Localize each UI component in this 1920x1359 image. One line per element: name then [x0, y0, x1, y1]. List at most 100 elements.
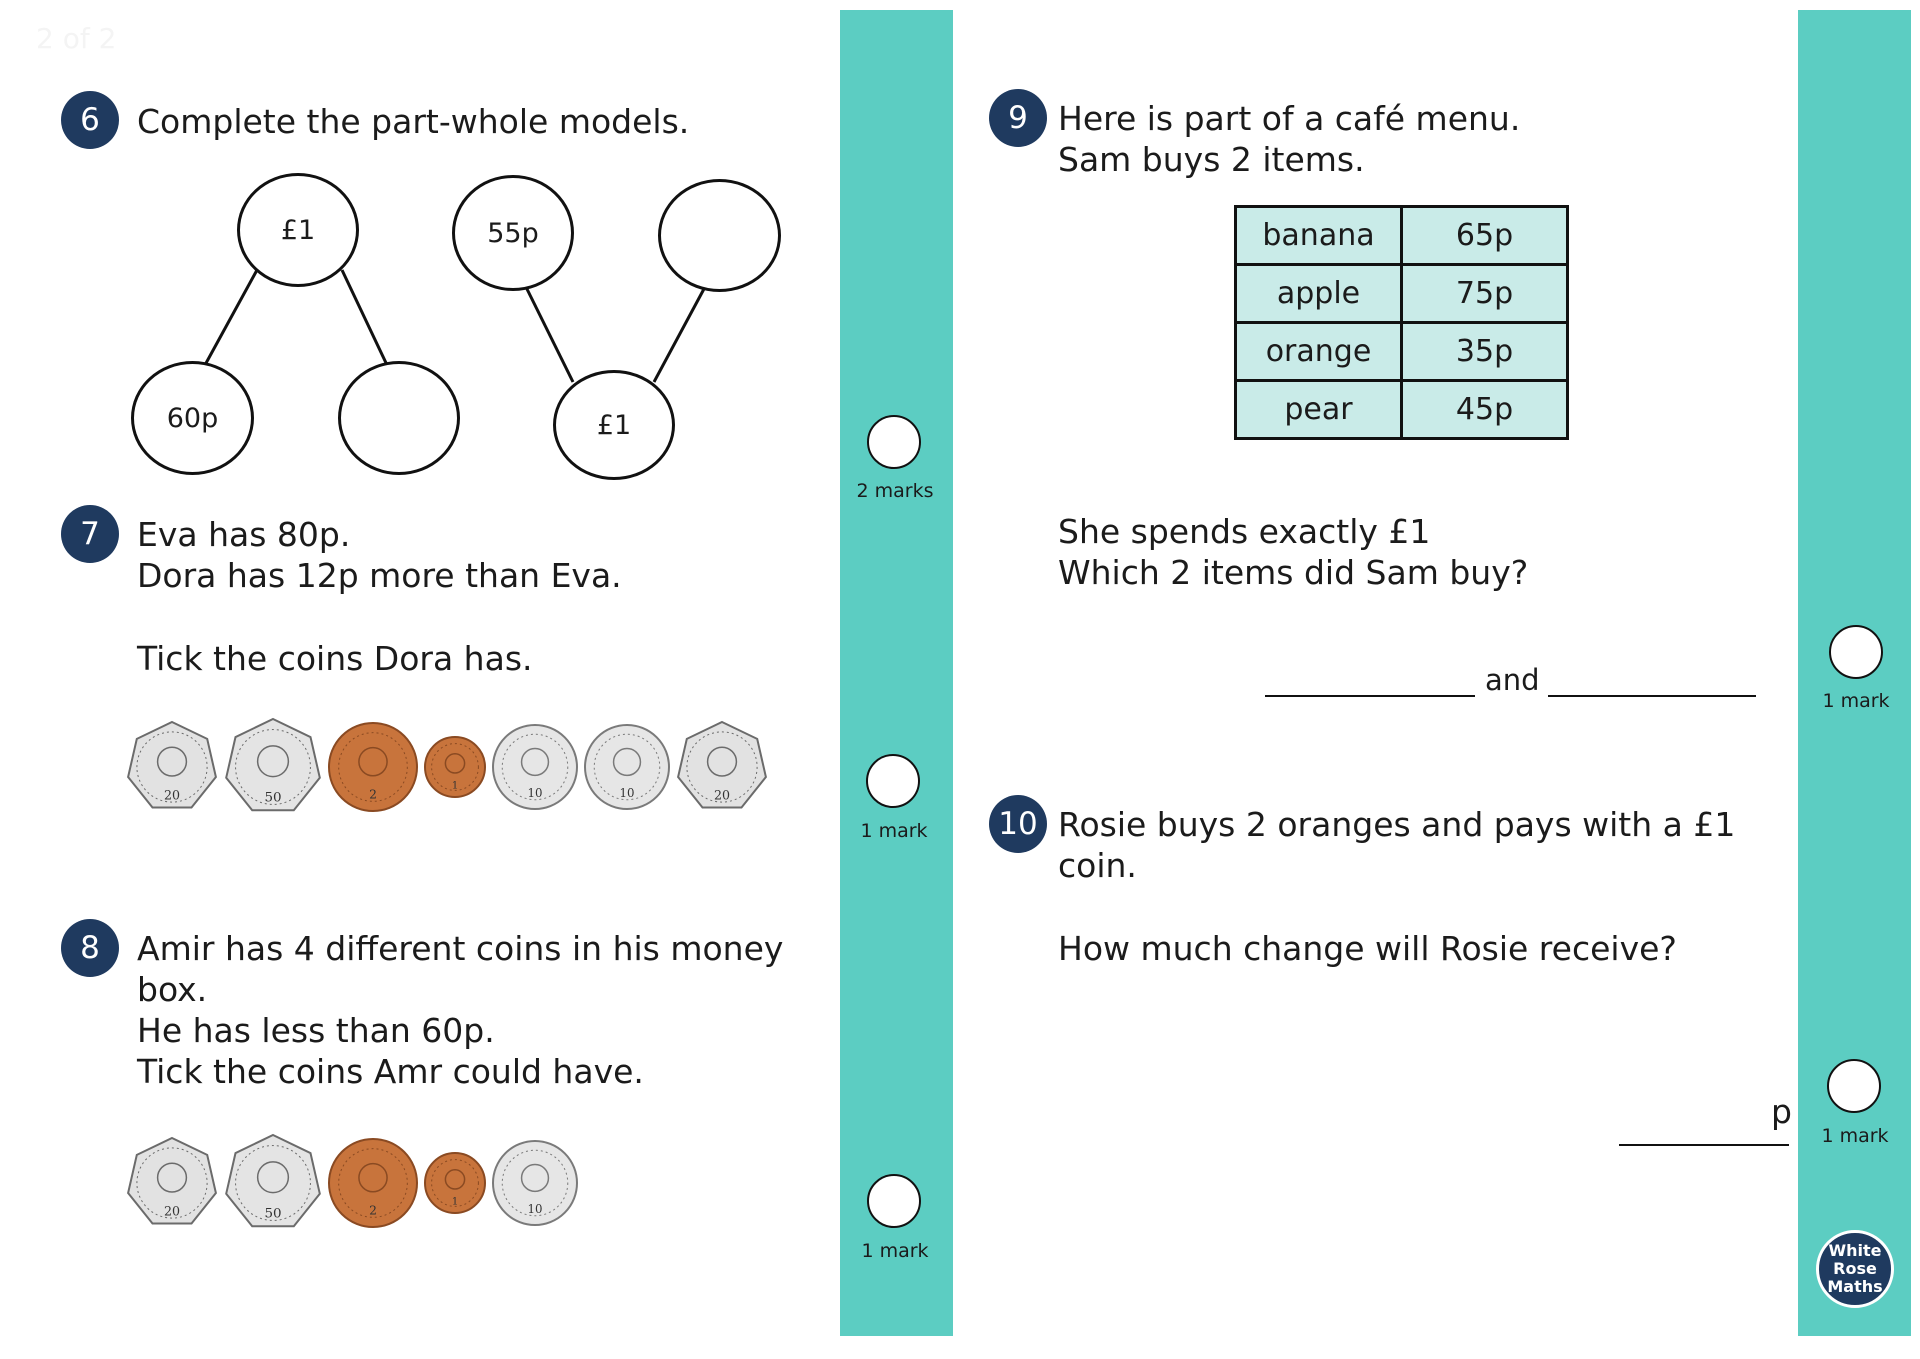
- menu-item-name: apple: [1234, 263, 1403, 324]
- page-indicator: 2 of 2: [36, 22, 117, 55]
- coin-10p[interactable]: 10: [491, 723, 579, 811]
- coin-20p[interactable]: 20: [675, 720, 769, 814]
- coin-body: [492, 724, 578, 810]
- q8-line-2: box.: [137, 970, 208, 1009]
- coin-emblem: [156, 1162, 188, 1193]
- coin-body: [328, 1138, 418, 1228]
- coin-rim: [136, 1147, 208, 1219]
- menu-item-name: banana: [1234, 205, 1403, 266]
- coin-rim: [431, 743, 479, 791]
- q7-marks-label: 1 mark: [860, 820, 928, 842]
- coin-value-label: 10: [620, 786, 635, 800]
- coin-1p[interactable]: 1: [423, 1151, 487, 1215]
- q7-line-3: Tick the coins Dora has.: [137, 639, 533, 678]
- coin-10p[interactable]: 10: [491, 1139, 579, 1227]
- coin-2p[interactable]: 2: [327, 721, 419, 813]
- q9-number-badge: 9: [989, 89, 1047, 147]
- left-marks-strip: [840, 10, 953, 1336]
- coin-value-label: 10: [528, 1202, 543, 1216]
- coin-20p[interactable]: 20: [125, 1136, 219, 1230]
- white-rose-maths-logo: White Rose Maths: [1816, 1230, 1894, 1308]
- coin-emblem: [520, 747, 550, 777]
- coin-50p[interactable]: 50: [223, 717, 323, 817]
- coin-value-label: 20: [164, 1203, 180, 1218]
- menu-item-price: 75p: [1400, 263, 1569, 324]
- coin-body: [677, 720, 767, 809]
- q6-mark-circle[interactable]: [867, 415, 921, 469]
- coin-value-label: 50: [264, 1207, 281, 1222]
- coin-emblem: [358, 746, 388, 777]
- q9-mark-circle[interactable]: [1829, 625, 1883, 679]
- menu-item-name: orange: [1234, 321, 1403, 382]
- model1-part-b-blank[interactable]: [338, 361, 460, 475]
- coin-value-label: 20: [714, 787, 730, 802]
- coin-rim: [431, 1159, 479, 1207]
- q6-prompt: Complete the part-whole models.: [137, 102, 690, 141]
- coin-emblem: [156, 746, 188, 777]
- coin-emblem: [256, 1161, 290, 1194]
- coin-50p[interactable]: 50: [223, 1133, 323, 1233]
- part-whole-connectors: [203, 269, 707, 383]
- coin-value-label: 1: [452, 1197, 458, 1208]
- coin-rim: [593, 733, 661, 801]
- coin-value-label: 10: [528, 786, 543, 800]
- q10-number-badge: 10: [989, 795, 1047, 853]
- coin-1p[interactable]: 1: [423, 735, 487, 799]
- coin-value-label: 2: [369, 1204, 377, 1218]
- coin-body: [127, 720, 217, 809]
- q8-mark-circle[interactable]: [867, 1174, 921, 1228]
- q7-mark-circle[interactable]: [866, 754, 920, 808]
- coin-value-label: 50: [264, 791, 281, 806]
- coin-2p[interactable]: 2: [327, 1137, 419, 1229]
- q8-line-1: Amir has 4 different coins in his money: [137, 929, 784, 968]
- q10-line-3: How much change will Rosie receive?: [1058, 929, 1677, 968]
- q10-mark-circle[interactable]: [1827, 1059, 1881, 1113]
- q7-coin-row: 20 50 2 1 10 10 20: [125, 717, 815, 817]
- coin-10p[interactable]: 10: [583, 723, 671, 811]
- coin-body: [127, 1136, 217, 1225]
- coin-body: [424, 1152, 486, 1214]
- q7-line-2: Dora has 12p more than Eva.: [137, 556, 622, 595]
- q10-answer-line[interactable]: [1619, 1144, 1789, 1146]
- coin-emblem: [256, 745, 290, 778]
- coin-rim: [338, 732, 408, 802]
- q9-line-2: Sam buys 2 items.: [1058, 140, 1365, 179]
- model2-whole: £1: [553, 370, 675, 480]
- coin-body: [584, 724, 670, 810]
- coin-rim: [136, 731, 208, 803]
- model2-part-b-blank[interactable]: [658, 179, 781, 292]
- q6-marks-label: 2 marks: [856, 480, 934, 502]
- q10-marks-label: 1 mark: [1821, 1125, 1889, 1147]
- q9-answer-line-1[interactable]: [1265, 695, 1475, 697]
- coin-value-label: 1: [452, 781, 458, 792]
- logo-line-rose: Rose: [1833, 1259, 1877, 1278]
- q8-number-badge: 8: [61, 919, 119, 977]
- coin-rim: [686, 731, 758, 803]
- q7-line-1: Eva has 80p.: [137, 515, 351, 554]
- coin-body: [225, 1133, 321, 1228]
- coin-emblem: [444, 1169, 466, 1190]
- coin-body: [328, 722, 418, 812]
- q9-line-3: She spends exactly £1: [1058, 512, 1431, 551]
- coin-rim: [338, 1148, 408, 1218]
- model1-whole: £1: [237, 173, 359, 287]
- coin-value-label: 20: [164, 787, 180, 802]
- menu-item-price: 65p: [1400, 205, 1569, 266]
- model2-part-a: 55p: [452, 175, 574, 291]
- coin-body: [225, 717, 321, 812]
- menu-item-price: 45p: [1400, 379, 1569, 440]
- coin-emblem: [520, 1163, 550, 1193]
- q9-answer-line-2[interactable]: [1548, 695, 1756, 697]
- coin-emblem: [444, 753, 466, 774]
- q9-line-4: Which 2 items did Sam buy?: [1058, 553, 1529, 592]
- q8-coin-row: 20 50 2 1 10: [125, 1133, 625, 1233]
- coin-rim: [501, 733, 569, 801]
- menu-item-price: 35p: [1400, 321, 1569, 382]
- q6-number-badge: 6: [61, 91, 119, 149]
- q10-line-1: Rosie buys 2 oranges and pays with a £1: [1058, 805, 1736, 844]
- coin-rim: [235, 729, 311, 805]
- coin-20p[interactable]: 20: [125, 720, 219, 814]
